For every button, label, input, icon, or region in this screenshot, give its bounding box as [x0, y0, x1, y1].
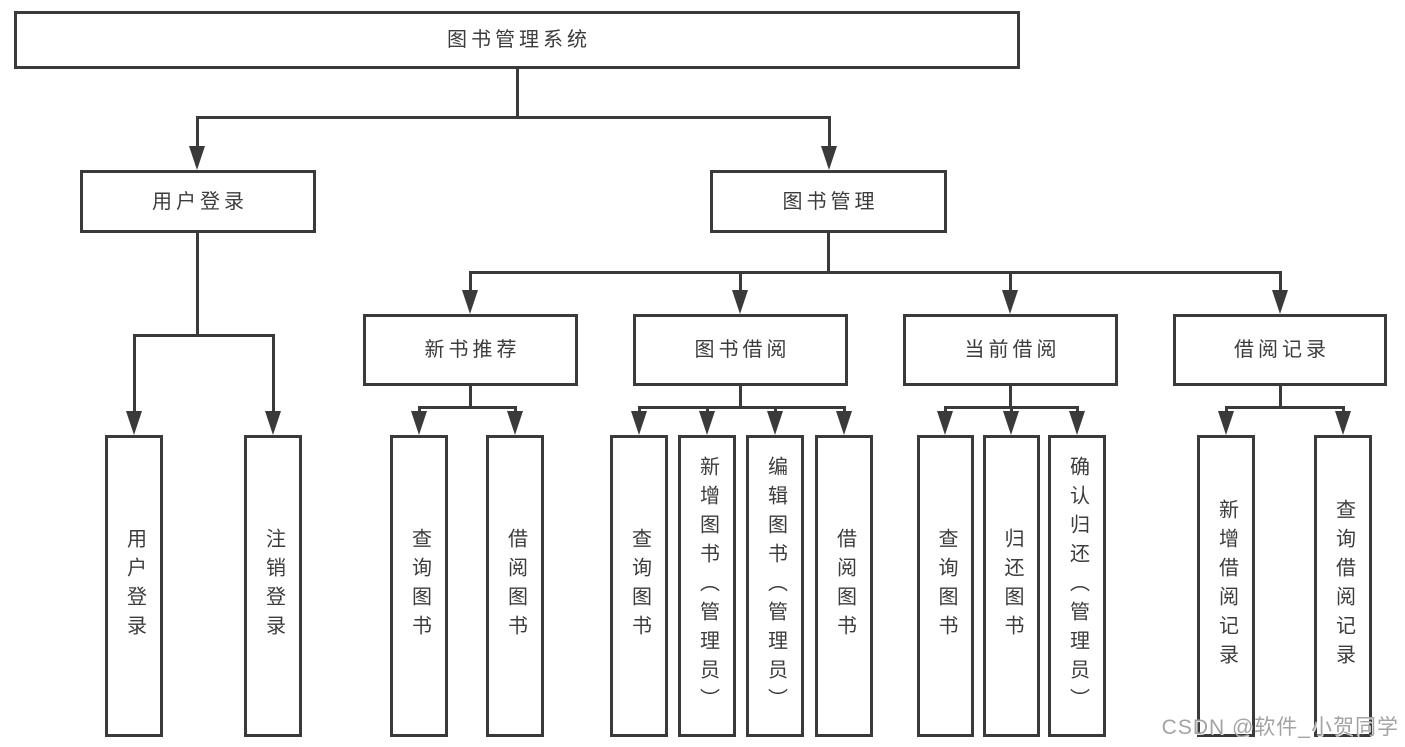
- node-borrowing-records: 借阅记录: [1173, 314, 1387, 386]
- arrowhead-icon-borrowing-records-children-1: [1335, 411, 1351, 435]
- node-root: 图书管理系统: [14, 11, 1020, 69]
- arrowhead-icon-current-borrowing-children-0: [937, 411, 953, 435]
- node-leaf-query-borrow-record: 查询借阅记录: [1314, 435, 1372, 737]
- node-leaf-query-books-rec: 查询图书: [390, 435, 448, 737]
- node-leaf-borrow-books-bor: 借阅图书: [815, 435, 873, 737]
- node-leaf-add-books-admin: 新增图书（管理员）: [678, 435, 736, 737]
- node-label-leaf-borrow-books-rec: 借阅图书: [504, 528, 527, 644]
- node-label-borrowing-records: 借阅记录: [1234, 339, 1330, 361]
- node-label-leaf-add-borrow-record: 新增借阅记录: [1215, 499, 1238, 673]
- node-label-user-login-group: 用户登录: [152, 190, 248, 213]
- arrowhead-icon-book-management-children-0: [462, 290, 478, 314]
- connector-stem-borrowing-records-children: [1278, 386, 1282, 407]
- arrowhead-icon-root-to-level2-0: [189, 146, 205, 170]
- node-label-leaf-query-borrow-record: 查询借阅记录: [1332, 499, 1355, 673]
- node-current-borrowing: 当前借阅: [903, 314, 1118, 386]
- node-label-leaf-query-books-bor: 查询图书: [628, 528, 651, 644]
- connector-drop-user-login-children-0: [132, 335, 136, 415]
- node-label-root: 图书管理系统: [447, 29, 591, 51]
- arrowhead-icon-user-login-children-1: [265, 411, 281, 435]
- connector-stem-user-login-children: [195, 233, 199, 335]
- connector-bar-book-borrowing-children: [637, 405, 846, 409]
- node-label-leaf-edit-books-admin: 编辑图书（管理员）: [764, 455, 787, 717]
- arrowhead-icon-current-borrowing-children-2: [1069, 411, 1085, 435]
- arrowhead-icon-book-management-children-1: [732, 290, 748, 314]
- node-label-leaf-query-books-cur: 查询图书: [935, 528, 957, 644]
- connector-drop-book-management-children-1: [738, 272, 742, 294]
- connector-bar-user-login-children: [132, 333, 275, 337]
- node-book-management: 图书管理: [710, 170, 947, 233]
- node-label-leaf-add-books-admin: 新增图书（管理员）: [696, 455, 719, 717]
- node-label-leaf-confirm-return: 确认归还（管理员）: [1066, 455, 1089, 717]
- connector-bar-root-to-level2: [195, 115, 831, 119]
- arrowhead-icon-book-borrowing-children-1: [699, 411, 715, 435]
- arrowhead-icon-root-to-level2-1: [821, 146, 837, 170]
- node-label-current-borrowing: 当前借阅: [964, 339, 1061, 361]
- arrowhead-icon-book-management-children-3: [1272, 290, 1288, 314]
- node-leaf-borrow-books-rec: 借阅图书: [486, 435, 544, 737]
- node-label-book-management: 图书管理: [782, 190, 879, 213]
- connector-drop-user-login-children-1: [271, 335, 275, 415]
- connector-drop-root-to-level2-1: [827, 117, 831, 150]
- connector-drop-root-to-level2-0: [195, 117, 199, 150]
- connector-bar-borrowing-records-children: [1224, 405, 1345, 409]
- arrowhead-icon-new-book-recommend-children-0: [411, 411, 427, 435]
- node-label-leaf-query-books-rec: 查询图书: [408, 528, 431, 644]
- node-label-book-borrowing: 图书借阅: [694, 339, 791, 361]
- connector-stem-root-to-level2: [515, 69, 519, 117]
- node-label-leaf-return-books: 归还图书: [1001, 528, 1023, 644]
- arrowhead-icon-book-management-children-2: [1002, 290, 1018, 314]
- connector-bar-new-book-recommend-children: [417, 405, 517, 409]
- node-leaf-confirm-return: 确认归还（管理员）: [1048, 435, 1106, 737]
- connector-drop-book-management-children-2: [1008, 272, 1012, 294]
- node-book-borrowing: 图书借阅: [633, 314, 848, 386]
- connector-bar-book-management-children: [468, 270, 1282, 274]
- connector-drop-book-management-children-0: [468, 272, 472, 294]
- arrowhead-icon-book-borrowing-children-2: [767, 411, 783, 435]
- connector-stem-new-book-recommend-children: [468, 386, 472, 407]
- node-leaf-edit-books-admin: 编辑图书（管理员）: [746, 435, 804, 737]
- connector-stem-book-borrowing-children: [738, 386, 742, 407]
- node-label-new-book-recommend: 新书推荐: [424, 339, 521, 361]
- node-leaf-query-books-bor: 查询图书: [610, 435, 668, 737]
- arrowhead-icon-borrowing-records-children-0: [1218, 411, 1234, 435]
- node-leaf-logout: 注销登录: [244, 435, 302, 737]
- arrowhead-icon-user-login-children-0: [126, 411, 142, 435]
- node-leaf-query-books-cur: 查询图书: [917, 435, 974, 737]
- connector-drop-book-management-children-3: [1278, 272, 1282, 294]
- arrowhead-icon-new-book-recommend-children-1: [507, 411, 523, 435]
- arrowhead-icon-current-borrowing-children-1: [1003, 411, 1019, 435]
- node-label-leaf-user-login: 用户登录: [123, 528, 146, 644]
- node-label-leaf-borrow-books-bor: 借阅图书: [833, 528, 856, 644]
- node-leaf-user-login: 用户登录: [105, 435, 163, 737]
- node-new-book-recommend: 新书推荐: [363, 314, 578, 386]
- node-label-leaf-logout: 注销登录: [262, 528, 285, 644]
- connector-stem-book-management-children: [826, 233, 830, 272]
- node-leaf-return-books: 归还图书: [983, 435, 1040, 737]
- node-leaf-add-borrow-record: 新增借阅记录: [1197, 435, 1255, 737]
- arrowhead-icon-book-borrowing-children-3: [836, 411, 852, 435]
- connector-stem-current-borrowing-children: [1008, 386, 1012, 407]
- node-user-login-group: 用户登录: [80, 170, 316, 233]
- arrowhead-icon-book-borrowing-children-0: [631, 411, 647, 435]
